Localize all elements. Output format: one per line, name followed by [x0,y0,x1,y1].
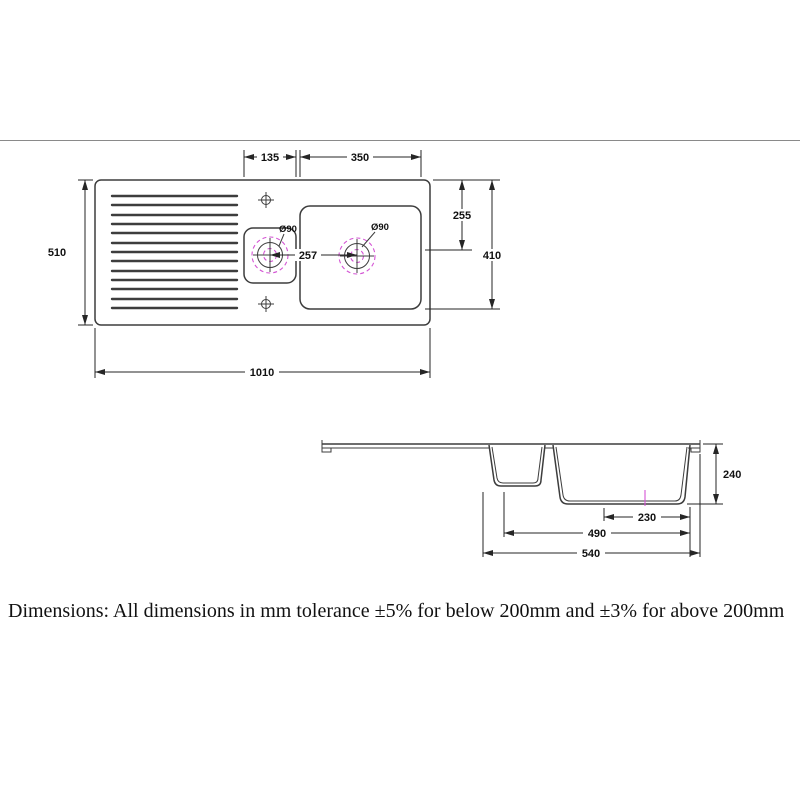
dim-label: 490 [588,528,606,540]
label-small-drain-dia: Ø90 [278,224,297,247]
dim-label: 1010 [250,367,274,379]
dim-drain-centres: 257 [270,249,357,262]
dim-label: 257 [299,250,317,262]
top-divider-line [0,140,800,141]
label-gap [347,151,373,163]
section-main-bowl [552,444,691,505]
tap-hole-top [258,192,274,208]
dim-label: 510 [48,247,66,259]
label-gap [295,249,321,261]
dim-bowls-span: 490 [503,492,690,540]
label-gap [583,527,611,539]
label-main-drain-dia: Ø90 [361,222,389,248]
leader-line [278,233,285,247]
dim-main-bowl-length: 410 [425,180,505,310]
ext-lines [482,454,701,557]
dim-small-bowl-width: 135 [243,150,297,177]
label-gap [449,209,475,221]
dim-label: 410 [483,250,501,262]
tap-hole-bottom [258,296,274,312]
section-view: 240 230 490 540 [321,440,741,560]
section-rim [321,440,701,453]
drain-crosshair [340,239,374,273]
dim-label: 240 [723,469,741,481]
left-end-cap [321,440,332,453]
section-small-bowl [488,444,546,487]
dim-label: 350 [351,152,369,164]
dim-overall-length: 1010 [94,328,431,379]
dim-label: 135 [261,152,279,164]
dim-bowl-base-width: 230 [603,507,691,557]
dia-label: Ø90 [371,222,389,233]
dim-label: 540 [582,548,600,560]
dim-overall-width: 510 [48,179,93,326]
ext-lines [425,179,500,251]
label-gap [577,547,605,559]
dim-label: 230 [638,512,656,524]
label-gap [633,511,661,523]
ext-lines [687,443,723,505]
dim-label: 255 [453,210,471,222]
dim-rim-to-drain: 255 [425,179,500,251]
sink-outline [94,179,431,326]
leader-line [361,231,376,248]
label-gap [479,249,505,261]
tolerance-note: Dimensions: All dimensions in mm toleran… [8,600,785,622]
main-bowl-drain [338,237,376,275]
drainer-ribs [110,194,239,310]
label-gap [245,366,279,378]
dia-label: Ø90 [279,224,297,235]
label-gap [257,151,283,163]
dim-cabinet-min: 540 [482,454,701,560]
dim-bowl-depth: 240 [687,443,741,505]
right-end-cap [690,440,701,453]
dim-main-bowl-width: 350 [299,150,422,177]
plan-view: 135 350 510 1010 [48,150,505,379]
